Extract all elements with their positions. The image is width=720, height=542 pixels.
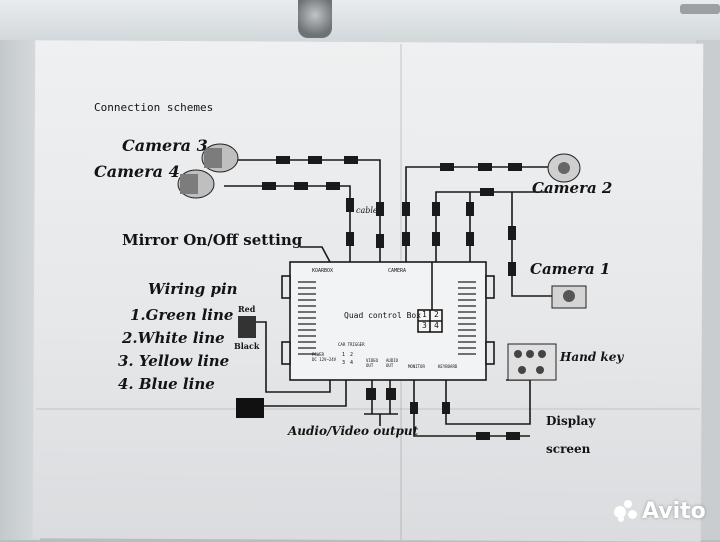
plug [376,234,384,248]
cable-label: cable [356,206,378,215]
box-mount-left-top [281,275,291,299]
camera3-label: Camera 3 [122,136,208,155]
hand-key-device [507,343,557,381]
plug [410,402,418,414]
plug [508,163,522,171]
plug [476,432,490,440]
plug [466,202,474,216]
wiring-item-1: 1.Green line [130,306,234,324]
camera1-lens [563,290,575,302]
plug [346,232,354,246]
wiring-item-3: 3. Yellow line [118,352,230,370]
plug [376,202,384,216]
mounting-bolt [298,0,332,38]
quad-cell-4: 4 [434,321,439,330]
plug [402,202,410,216]
box-port-monitor: MONITOR [408,364,425,369]
plug [386,388,396,400]
wiring-item-4: 4. Blue line [118,375,215,393]
document-heading: Connection schemes [94,101,214,114]
quad-cell-3: 3 [422,321,427,330]
camera2-label: Camera 2 [532,179,613,197]
avito-watermark: Avito [612,498,706,524]
camera-icons [177,143,587,309]
background-top [0,0,720,48]
wiring-pin-connector [238,316,256,338]
plug [508,226,516,240]
box-port-koarbox: KOARBOX [312,268,334,274]
mirror-setting-label: Mirror On/Off setting [122,231,303,249]
plug [432,202,440,216]
camera1-label: Camera 1 [530,260,611,278]
plug [294,182,308,190]
plug [366,388,376,400]
paper-fold-horizontal [36,408,700,410]
display-label-line1: Display [546,414,596,428]
quad-cell-2: 2 [434,310,439,319]
box-port-camera: CAMERA [388,268,407,274]
wiring-black-label: Black [234,341,260,351]
box-mount-right-bottom [485,341,495,365]
avito-brand-text: Avito [642,498,706,524]
trigger-pin-3: 3 [342,360,346,366]
plug [432,232,440,246]
quad-control-box [289,261,487,381]
box-mount-right-top [485,275,495,299]
plug [440,163,454,171]
trigger-pin-1: 1 [342,352,346,358]
plug [508,262,516,276]
hand-key-label: Hand key [560,350,624,364]
plug [344,156,358,164]
box-mount-left-bottom [281,341,291,365]
plug [262,182,276,190]
plug [308,156,322,164]
box-port-video-out: VIDEO OUT [366,358,379,368]
plug [402,232,410,246]
camera3-lens [204,148,222,168]
camera2-lens [558,162,570,174]
plug [480,188,494,196]
plug [478,163,492,171]
quad-cell-1: 1 [422,310,427,319]
power-plug [236,398,264,418]
plug [466,232,474,246]
camera4-lens [180,174,198,194]
metal-edge [680,4,720,14]
wiring-red-label: Red [238,304,256,314]
box-title: Quad control Box [344,311,422,320]
plug [506,432,520,440]
plug [276,156,290,164]
box-port-audio-out: AUDIO OUT [386,358,399,368]
wiring-item-2: 2.White line [122,329,225,347]
avito-logo-icon [612,498,638,524]
box-port-keyboard: KEYBOARD [438,364,458,369]
box-port-trigger: CAR TRIGGER [338,342,365,347]
plug [346,198,354,212]
plug [326,182,340,190]
plug [442,402,450,414]
camera4-label: Camera 4 [94,162,180,181]
av-output-label: Audio/Video output [288,424,419,438]
display-label-line2: screen [546,442,591,456]
trigger-pin-4: 4 [350,360,354,366]
trigger-pin-2: 2 [350,352,354,358]
wiring-pin-heading: Wiring pin [148,280,238,298]
box-port-power: POWER DC 12V~24V [312,352,337,362]
